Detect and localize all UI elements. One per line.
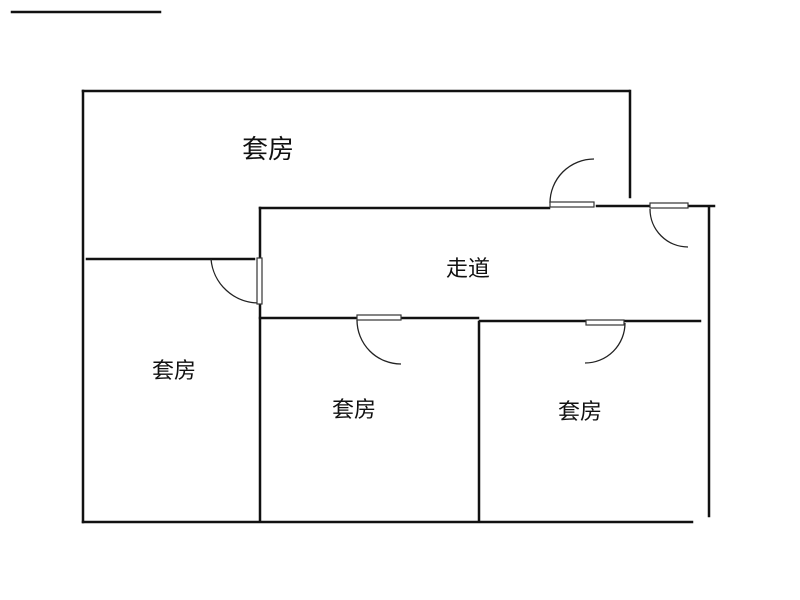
door-middle-suite <box>356 314 402 365</box>
room-label-suite-right: 套房 <box>558 400 602 425</box>
room-label-corridor: 走道 <box>446 257 490 282</box>
door-entry <box>649 202 689 248</box>
room-labels: 套房 走道 套房 套房 套房 <box>152 135 602 425</box>
door-left-suite <box>210 257 263 305</box>
doors <box>210 158 689 365</box>
door-top-suite <box>549 158 595 208</box>
room-label-suite-top: 套房 <box>242 135 294 165</box>
door-right-suite <box>584 319 626 364</box>
walls <box>81 89 716 524</box>
room-label-suite-left: 套房 <box>152 359 196 384</box>
room-label-suite-middle: 套房 <box>332 398 376 423</box>
